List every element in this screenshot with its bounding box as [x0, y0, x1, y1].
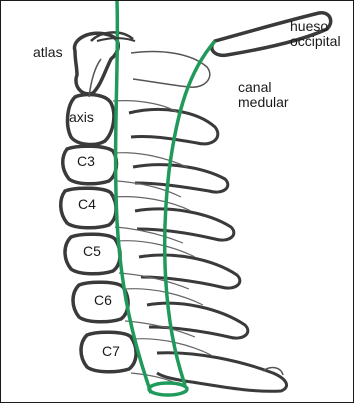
c4-spinous-process — [135, 209, 234, 240]
label-c6: C6 — [94, 293, 112, 308]
c5-spinous-process — [139, 255, 240, 288]
atlas-posterior-arch — [131, 52, 210, 88]
label-c3: C3 — [77, 154, 95, 169]
label-canal-line1: canal — [238, 80, 289, 95]
canal-cross-section — [149, 383, 187, 395]
label-hueso-occipital: hueso occipital — [290, 19, 341, 49]
label-canal-medular: canal medular — [238, 80, 289, 110]
label-c4: C4 — [78, 197, 96, 212]
label-c7: C7 — [102, 344, 120, 359]
c3-spinous-process — [133, 165, 228, 192]
label-axis: axis — [69, 110, 94, 125]
label-canal-line2: medular — [238, 95, 289, 110]
label-occipital-line2: occipital — [290, 34, 341, 49]
atlas-vertebra — [74, 33, 118, 94]
label-c5: C5 — [83, 244, 101, 259]
c6-spinous-process — [147, 303, 248, 338]
label-atlas: atlas — [33, 45, 63, 60]
label-occipital-line1: hueso — [290, 19, 341, 34]
